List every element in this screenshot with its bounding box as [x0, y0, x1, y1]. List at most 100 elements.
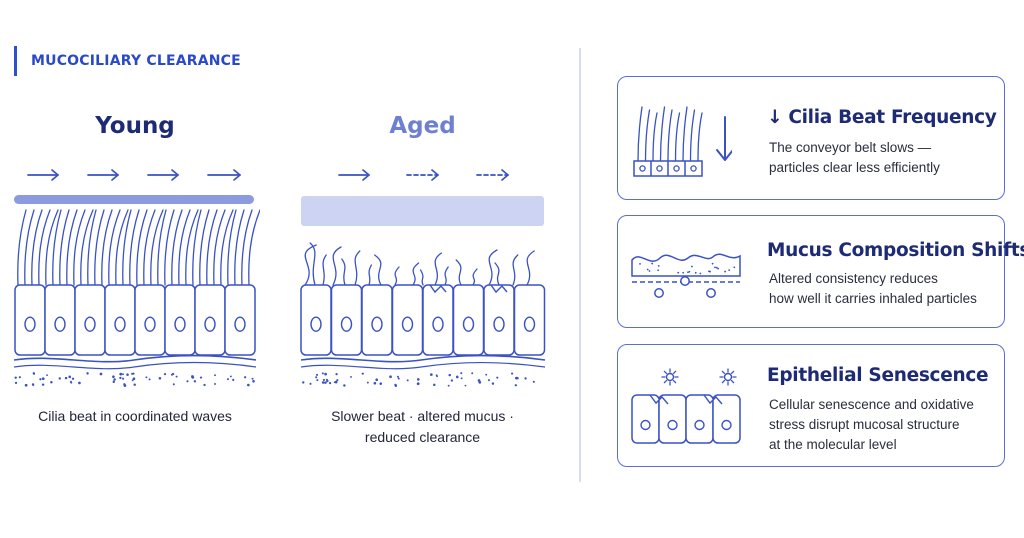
- young-cilium: [45, 209, 59, 286]
- icon-particle: [657, 264, 660, 267]
- aged-base-particle: [447, 384, 450, 387]
- aged-base-particle: [322, 378, 326, 382]
- aged-base-particle: [511, 372, 514, 375]
- card-cilia-beat-frequency: ↓ Cilia Beat Frequency The conveyor belt…: [617, 76, 1005, 200]
- young-cilium: [164, 209, 175, 286]
- card-title: ↓ Cilia Beat Frequency: [767, 107, 997, 128]
- aged-cilium: [394, 266, 400, 286]
- icon-particle: [688, 270, 691, 273]
- young-flow-arrow-head: [171, 169, 179, 181]
- young-base-particle: [18, 376, 21, 379]
- young-base-particle: [252, 379, 255, 383]
- aged-cell: [391, 284, 424, 356]
- aged-base-particle: [324, 381, 327, 384]
- aged-cilium: [368, 264, 373, 286]
- vertical-divider: [579, 48, 581, 482]
- aged-base-wave: [300, 354, 546, 363]
- oxidative-star-ray: [663, 379, 668, 384]
- card-title: Mucus Composition Shifts: [767, 240, 1024, 261]
- young-base-particle: [32, 384, 35, 387]
- young-cilium: [136, 209, 148, 286]
- aged-base-particle: [406, 379, 409, 382]
- young-nucleus: [144, 316, 156, 332]
- card-description-line: Altered consistency reduces: [769, 271, 938, 286]
- young-base-particle: [33, 372, 36, 375]
- young-base-particle: [131, 372, 134, 375]
- aged-base-particle: [448, 373, 451, 377]
- aged-base-particle: [471, 372, 474, 375]
- aged-cilium: [488, 249, 498, 286]
- young-caption-line: Cilia beat in coordinated waves: [38, 408, 232, 424]
- young-base-wave: [13, 354, 257, 363]
- young-base-particle: [214, 374, 216, 377]
- aged-base-particle: [460, 377, 463, 380]
- young-cell: [74, 284, 106, 356]
- card-description-line: stress disrupt mucosal structure: [769, 417, 960, 432]
- icon-particle: [699, 272, 702, 275]
- icon-particle: [709, 270, 711, 273]
- aged-base-particle: [397, 377, 400, 380]
- young-cilium: [73, 209, 86, 286]
- aged-base-particle: [417, 378, 420, 381]
- card-description: The conveyor belt slows — particles clea…: [769, 138, 940, 178]
- oxidative-star-ray: [672, 379, 677, 384]
- oxidative-star-ray: [730, 379, 735, 384]
- young-base-particle: [133, 383, 136, 387]
- young-cell: [104, 284, 136, 356]
- icon-particle: [646, 268, 649, 271]
- card-mucus-composition: Mucus Composition Shifts Altered consist…: [617, 215, 1024, 328]
- aged-base-particle: [460, 372, 463, 375]
- young-base-particle: [199, 376, 203, 379]
- icon-particle: [711, 262, 714, 265]
- oxidative-star-ray: [663, 370, 668, 375]
- oxidative-star-ray: [721, 370, 726, 375]
- young-basement-membrane: [13, 354, 257, 387]
- aged-flow-arrow-head: [362, 169, 370, 181]
- young-cell: [194, 284, 226, 356]
- aged-epithelium-illustration: [300, 169, 546, 388]
- aged-cilium: [373, 254, 382, 286]
- aged-nucleus: [432, 316, 444, 332]
- aged-flow-arrow-head: [431, 169, 439, 181]
- young-cilium: [59, 209, 70, 286]
- young-base-particle: [186, 380, 189, 383]
- icon-particle: [733, 266, 736, 269]
- aged-base-particle: [515, 376, 518, 380]
- icon-particle: [648, 270, 651, 272]
- aged-base-particle: [321, 381, 325, 384]
- aged-nucleus: [523, 316, 536, 332]
- aged-cell: [330, 284, 363, 356]
- card-description-line: at the molecular level: [769, 437, 897, 452]
- young-base-particle: [232, 378, 235, 381]
- young-base-particle: [229, 375, 232, 378]
- aged-base-particle: [328, 381, 332, 385]
- icon-cilium: [682, 106, 688, 162]
- young-base-particle: [203, 383, 206, 387]
- aged-cell: [422, 284, 454, 356]
- aged-base-particle: [315, 373, 319, 376]
- young-nucleus: [54, 316, 66, 332]
- aged-nucleus: [493, 316, 505, 332]
- young-cell: [164, 284, 196, 356]
- aged-flow-arrow-head: [501, 169, 509, 181]
- young-base-particle: [71, 377, 75, 380]
- aged-base-particle: [343, 384, 346, 387]
- young-base-particle: [99, 372, 103, 376]
- young-cilium: [192, 209, 202, 286]
- young-base-particle: [68, 375, 72, 379]
- icon-cilium: [689, 109, 696, 162]
- young-base-particle: [112, 375, 115, 378]
- icon-particle: [691, 265, 693, 268]
- aged-caption: Slower beat · altered mucus · reduced cl…: [295, 406, 550, 448]
- young-base-particle: [58, 377, 61, 380]
- young-cell: [134, 284, 166, 356]
- young-base-particle: [126, 373, 129, 376]
- aged-cilium: [341, 258, 346, 286]
- aged-base-particle: [375, 378, 379, 382]
- young-base-particle: [158, 376, 162, 380]
- young-cilium: [129, 209, 140, 286]
- aged-base-wave: [300, 361, 546, 370]
- young-cilium: [108, 209, 121, 286]
- aged-cilium: [322, 254, 327, 286]
- icon-cilium: [644, 109, 651, 162]
